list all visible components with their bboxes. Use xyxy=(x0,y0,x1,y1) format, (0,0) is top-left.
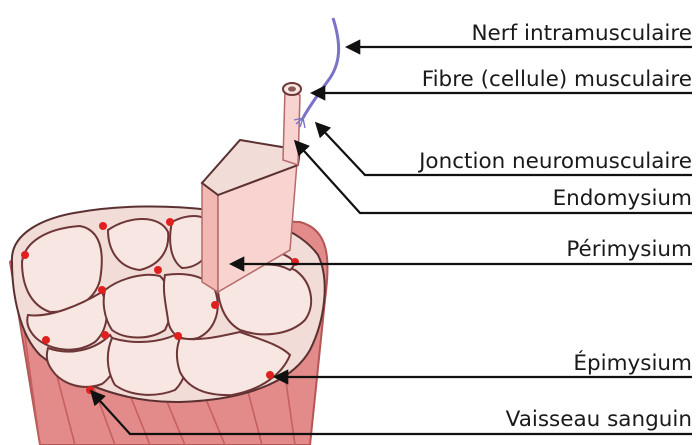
vessel-dot xyxy=(21,251,29,259)
nerve xyxy=(294,18,339,128)
single-fibre xyxy=(283,83,301,165)
vessel-dot xyxy=(174,332,182,340)
label-perimysium: Périmysium xyxy=(566,237,692,262)
label-jonction: Jonction neuromusculaire xyxy=(417,149,692,174)
vessel-dot xyxy=(42,336,50,344)
vessel-dot xyxy=(101,331,109,339)
label-nerf: Nerf intramusculaire xyxy=(471,21,692,46)
vessel-dot xyxy=(211,301,219,309)
labels: Nerf intramusculaire Fibre (cellule) mus… xyxy=(417,21,692,432)
vessel-dot xyxy=(166,218,174,226)
vessel-dot xyxy=(154,266,162,274)
label-fibre: Fibre (cellule) musculaire xyxy=(422,67,692,92)
vessel-dot xyxy=(266,371,274,379)
vessel-dot xyxy=(99,222,107,230)
label-endomysium: Endomysium xyxy=(553,186,692,211)
label-vaisseau: Vaisseau sanguin xyxy=(506,407,692,432)
label-epimysium: Épimysium xyxy=(573,350,692,376)
vessel-dot xyxy=(98,286,106,294)
